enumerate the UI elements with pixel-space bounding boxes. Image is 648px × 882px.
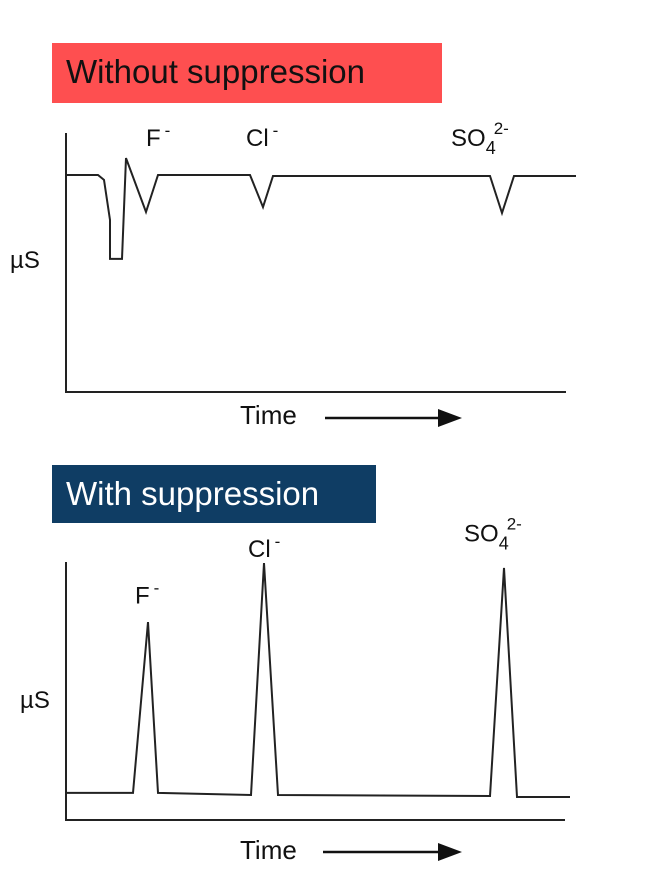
with-suppression-banner: With suppression xyxy=(52,465,376,523)
y-axis-label: µS xyxy=(20,687,50,714)
x-axis-label: Time xyxy=(240,835,297,865)
without-suppression-banner: Without suppression xyxy=(52,43,442,103)
peak-label-f: F- xyxy=(146,121,170,152)
peak-label-f: F- xyxy=(135,578,159,609)
time-arrow-head-icon xyxy=(438,409,462,427)
time-arrow-head-icon xyxy=(438,843,462,861)
peak-label-so: SO42- xyxy=(451,119,509,158)
peak-label-cl: Cl- xyxy=(246,121,278,152)
axes xyxy=(65,133,566,393)
signal-trace xyxy=(66,157,576,260)
x-axis-label: Time xyxy=(240,400,297,430)
axes xyxy=(65,562,565,821)
y-axis-label: µS xyxy=(10,247,40,274)
peak-label-cl: Cl- xyxy=(248,532,280,563)
signal-trace xyxy=(66,562,570,798)
peak-label-so: SO42- xyxy=(464,514,522,553)
